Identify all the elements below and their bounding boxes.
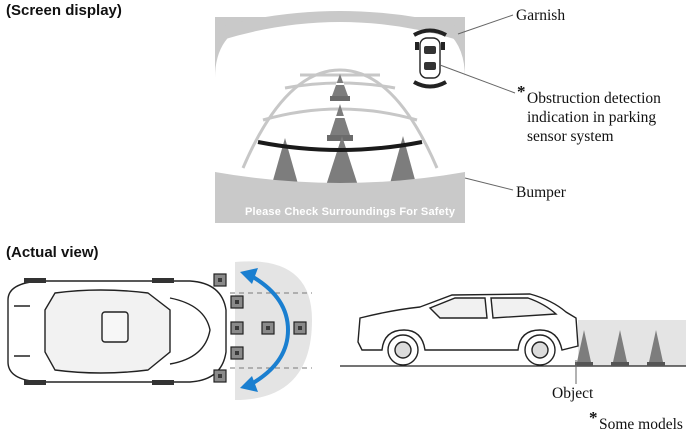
- actual-view-heading: (Actual view): [6, 244, 99, 261]
- obstruction-label-line3: sensor system: [527, 128, 614, 145]
- object-cone-2: [611, 330, 629, 366]
- sweep-arrow-icon: [240, 268, 291, 392]
- obstruction-label-line2: indication in parking: [527, 109, 657, 126]
- obstruction-indicator-icon: [413, 28, 447, 89]
- bumper-band: [215, 172, 465, 223]
- object-label: Object: [552, 385, 594, 402]
- bumper-label: Bumper: [516, 184, 566, 201]
- detection-zone: [578, 320, 686, 366]
- car-top-view: [7, 278, 227, 385]
- footnote-asterisk: *: [589, 408, 598, 427]
- footnote-text: Some models: [599, 416, 683, 433]
- screen-cone-mid: [327, 104, 353, 141]
- object-cone-1: [575, 330, 593, 366]
- screen-banner-text: Please Check Surroundings For Safety: [245, 206, 456, 218]
- callout-lines: [439, 14, 516, 191]
- obstruction-asterisk: *: [517, 82, 526, 101]
- sensor-centers: [218, 278, 302, 378]
- screen-display-heading: (Screen display): [6, 2, 122, 19]
- garnish-label: Garnish: [516, 7, 566, 24]
- obstruction-label-line1: Obstruction detection: [527, 90, 661, 107]
- distance-line: [257, 140, 423, 152]
- car-side-view: [357, 293, 579, 366]
- screen-cone-far: [330, 74, 350, 101]
- screen-cone-center: [322, 136, 362, 198]
- object-cone-3: [647, 330, 665, 366]
